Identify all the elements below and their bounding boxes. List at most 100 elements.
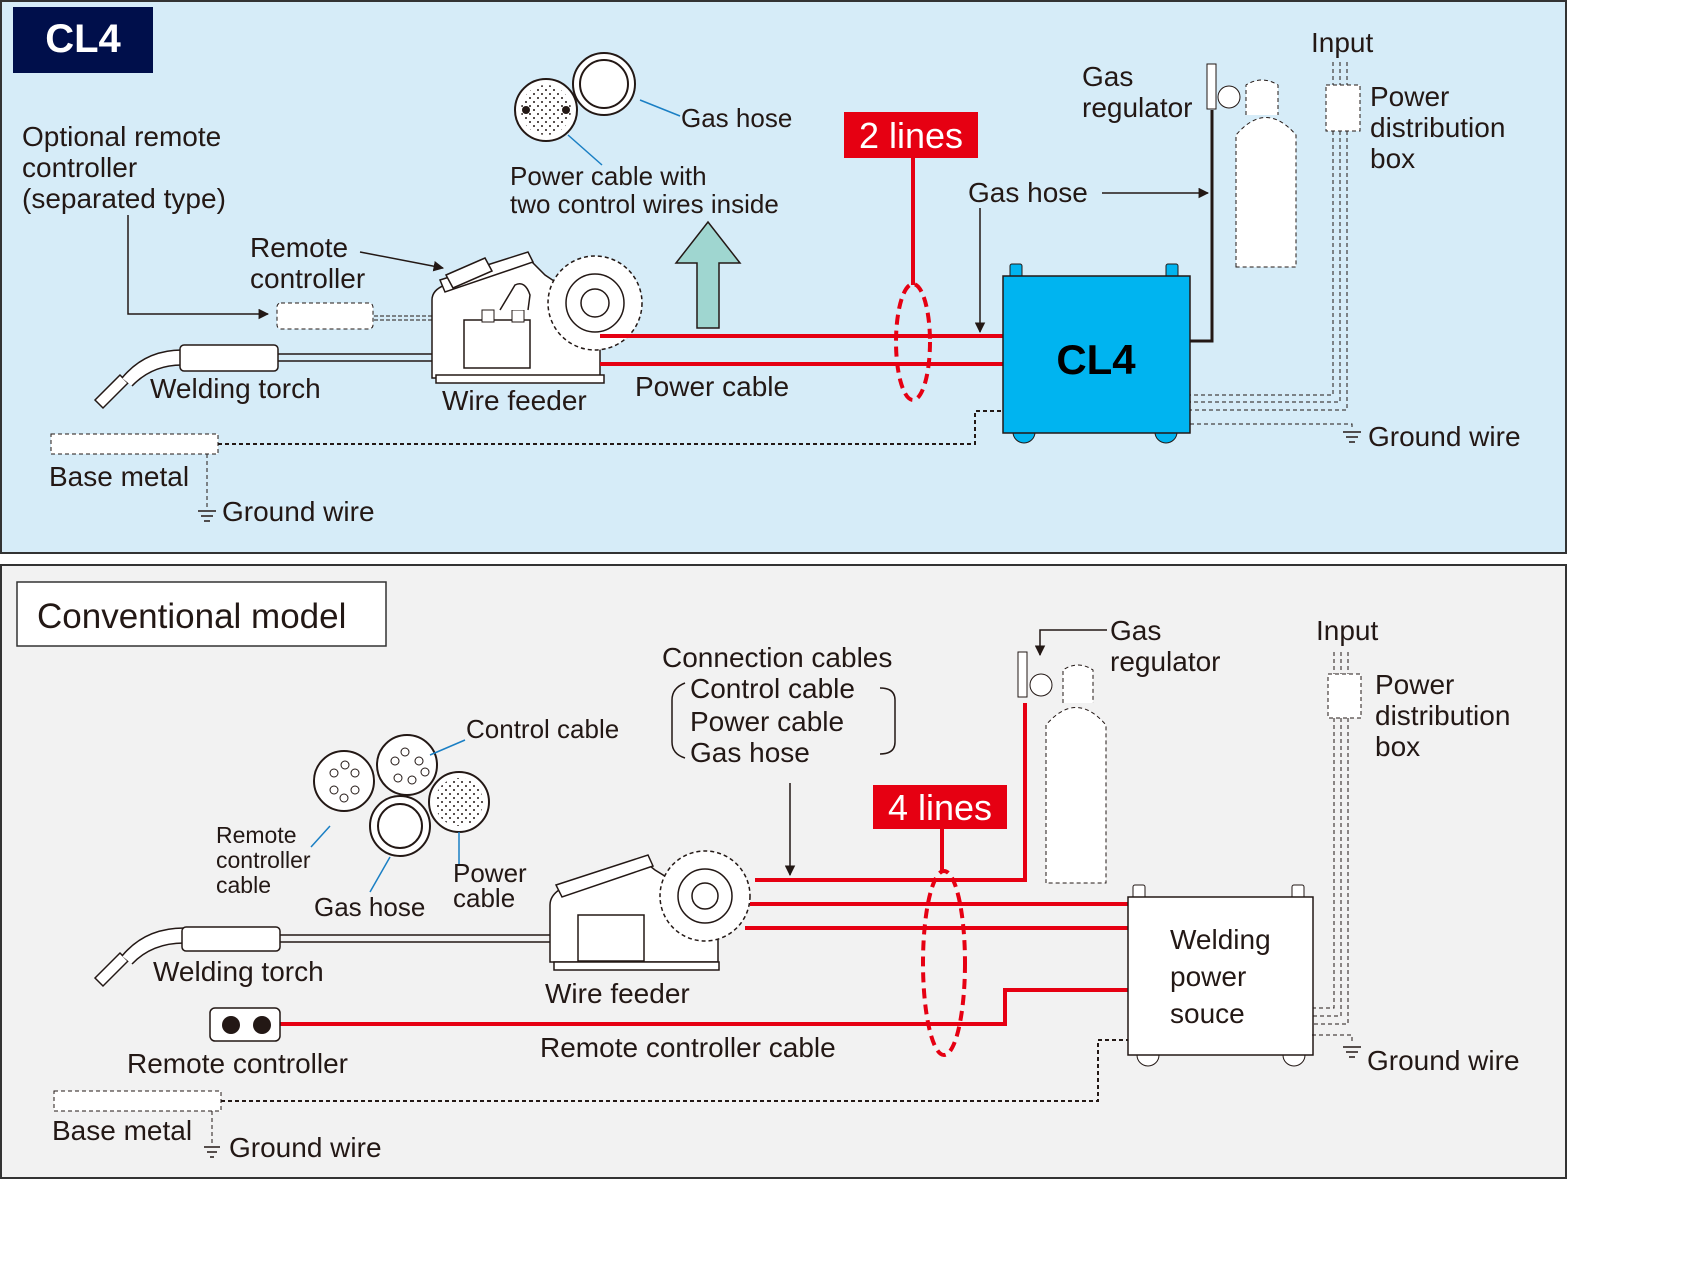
- conv-gas-cylinder-icon: [1045, 664, 1107, 884]
- conv-bundle-ellipse: [921, 869, 967, 1057]
- distribution-box-label-2: distribution: [1370, 112, 1505, 143]
- optional-remote-icon: [276, 302, 374, 330]
- power-source-label-3: souce: [1170, 998, 1245, 1029]
- cl4-panel: CL4 Optional remote controller (separate…: [0, 0, 1567, 554]
- power-source-label-2: power: [1170, 961, 1246, 992]
- optional-remote-cable: [374, 315, 432, 321]
- ground-symbol-left-icon: [198, 510, 216, 522]
- welding-power-source-icon: [1127, 884, 1314, 1067]
- power-cable-label: Power cable: [635, 371, 789, 402]
- remote-controller-cable-line: [280, 988, 1128, 1026]
- control-cable-leader: [429, 739, 466, 756]
- conv-input-wires: [1312, 652, 1349, 1025]
- remote-controller-label-1: Remote: [250, 232, 348, 263]
- cable-cross-section-icon: [514, 52, 636, 142]
- diagram-canvas: CL4 Optional remote controller (separate…: [0, 0, 1567, 1179]
- conv-welding-torch-icon: [93, 926, 550, 988]
- gas-hose-line: [1190, 110, 1214, 343]
- connection-cables-label: Connection cables: [662, 642, 892, 673]
- cl4-panel-background: [0, 0, 1567, 554]
- ground-wire-left-label: Ground wire: [222, 496, 375, 527]
- conv-input-label: Input: [1316, 615, 1378, 646]
- ground-symbol-icon: [1343, 431, 1361, 443]
- conv-gas-regulator-label-1: Gas: [1110, 615, 1161, 646]
- conv-power-cable-label-1: Power: [453, 858, 527, 888]
- conv-ground-wire-right-label: Ground wire: [1367, 1045, 1520, 1076]
- connection-item-3: Gas hose: [690, 737, 810, 768]
- conv-base-metal-ground-cable: [221, 1039, 1128, 1102]
- gas-hose-cross-label: Gas hose: [681, 103, 792, 133]
- ground-wire-right-label: Ground wire: [1368, 421, 1521, 452]
- optional-remote-label-3: (separated type): [22, 183, 226, 214]
- remote-controller-cable-label: Remote controller cable: [540, 1032, 836, 1063]
- input-label: Input: [1311, 27, 1373, 58]
- optional-remote-label-2: controller: [22, 152, 137, 183]
- conventional-title: Conventional model: [37, 597, 346, 636]
- distribution-box-label-1: Power: [1370, 81, 1449, 112]
- base-metal-icon: [50, 433, 219, 455]
- distribution-box-label-3: box: [1370, 143, 1415, 174]
- bracket-right: [879, 687, 896, 755]
- remote-cable-label-2: controller: [216, 847, 311, 873]
- gas-regulator-icon: [1206, 63, 1217, 110]
- lines-badge-4: [873, 785, 1007, 829]
- gas-regulator-gauge-icon: [1217, 85, 1241, 109]
- power-cable-lines: [600, 334, 1004, 366]
- power-cable-leader: [567, 134, 603, 166]
- conv-remote-controller-label: Remote controller: [127, 1048, 348, 1079]
- gas-hose-label: Gas hose: [968, 177, 1088, 208]
- power-cable-with-label-2: two control wires inside: [510, 189, 779, 219]
- conv-gas-regulator-gauge-icon: [1029, 673, 1053, 697]
- conv-ground-right-line: [1312, 1034, 1353, 1044]
- lines-badge-2: [844, 112, 978, 158]
- conventional-panel-background: [0, 564, 1567, 1179]
- conventional-panel: Conventional model Control cable Remote …: [0, 564, 1567, 1179]
- conv-distribution-box-label-1: Power: [1375, 669, 1454, 700]
- gas-regulator-leader: [1034, 629, 1107, 657]
- optional-remote-label-1: Optional remote: [22, 121, 221, 152]
- gas-regulator-label-1: Gas: [1082, 61, 1133, 92]
- conv-base-metal-icon: [53, 1090, 222, 1112]
- bracket-left: [671, 682, 686, 759]
- conv-ground-symbol-left-icon: [204, 1146, 220, 1158]
- remote-cable-leader: [310, 825, 331, 848]
- conv-ground-symbol-icon: [1343, 1046, 1361, 1058]
- conv-ground-wire-left-label: Ground wire: [229, 1132, 382, 1163]
- base-metal-ground-cable: [218, 410, 1003, 445]
- conv-distribution-box-label-3: box: [1375, 731, 1420, 762]
- connection-item-2: Power cable: [690, 706, 844, 737]
- remote-cable-label-1: Remote: [216, 822, 297, 848]
- conv-welding-torch-label: Welding torch: [153, 956, 324, 987]
- welding-torch-icon: [93, 344, 432, 410]
- base-metal-label: Base metal: [49, 461, 189, 492]
- conv-wire-feeder-icon: [549, 850, 751, 971]
- bundle-ellipse: [894, 282, 932, 402]
- remote-controller-leader: [359, 251, 445, 272]
- optional-remote-leader: [127, 215, 270, 320]
- gas-hose-leader: [639, 99, 681, 117]
- connection-cable-lines: [745, 703, 1128, 930]
- up-arrow-icon: [674, 220, 742, 329]
- conv-gas-hose-label: Gas hose: [314, 892, 425, 922]
- power-distribution-box-icon: [1325, 84, 1361, 132]
- conv-base-metal-label: Base metal: [52, 1115, 192, 1146]
- gas-regulator-label-2: regulator: [1082, 92, 1193, 123]
- gas-cylinder-icon: [1235, 79, 1297, 268]
- control-cable-label: Control cable: [466, 714, 619, 744]
- remote-controller-label-2: controller: [250, 263, 365, 294]
- cl4-unit-label: CL4: [1056, 336, 1136, 383]
- power-source-label-1: Welding: [1170, 924, 1271, 955]
- conventional-title-box: [16, 581, 387, 647]
- cl4-badge-label: CL4: [45, 17, 121, 61]
- conv-wire-feeder-label: Wire feeder: [545, 978, 690, 1009]
- remote-cable-label-3: cable: [216, 872, 271, 898]
- welding-torch-label: Welding torch: [150, 373, 321, 404]
- connection-item-1: Control cable: [690, 673, 855, 704]
- gas-hose-leader-conv: [369, 856, 391, 893]
- lines-badge-2-label: 2 lines: [859, 115, 963, 156]
- cl4-unit-icon: [1002, 263, 1191, 444]
- conv-distribution-box-label-2: distribution: [1375, 700, 1510, 731]
- wire-feeder-label: Wire feeder: [442, 385, 587, 416]
- remote-knob-2-icon: [253, 1016, 271, 1034]
- cl4-badge: [13, 7, 153, 73]
